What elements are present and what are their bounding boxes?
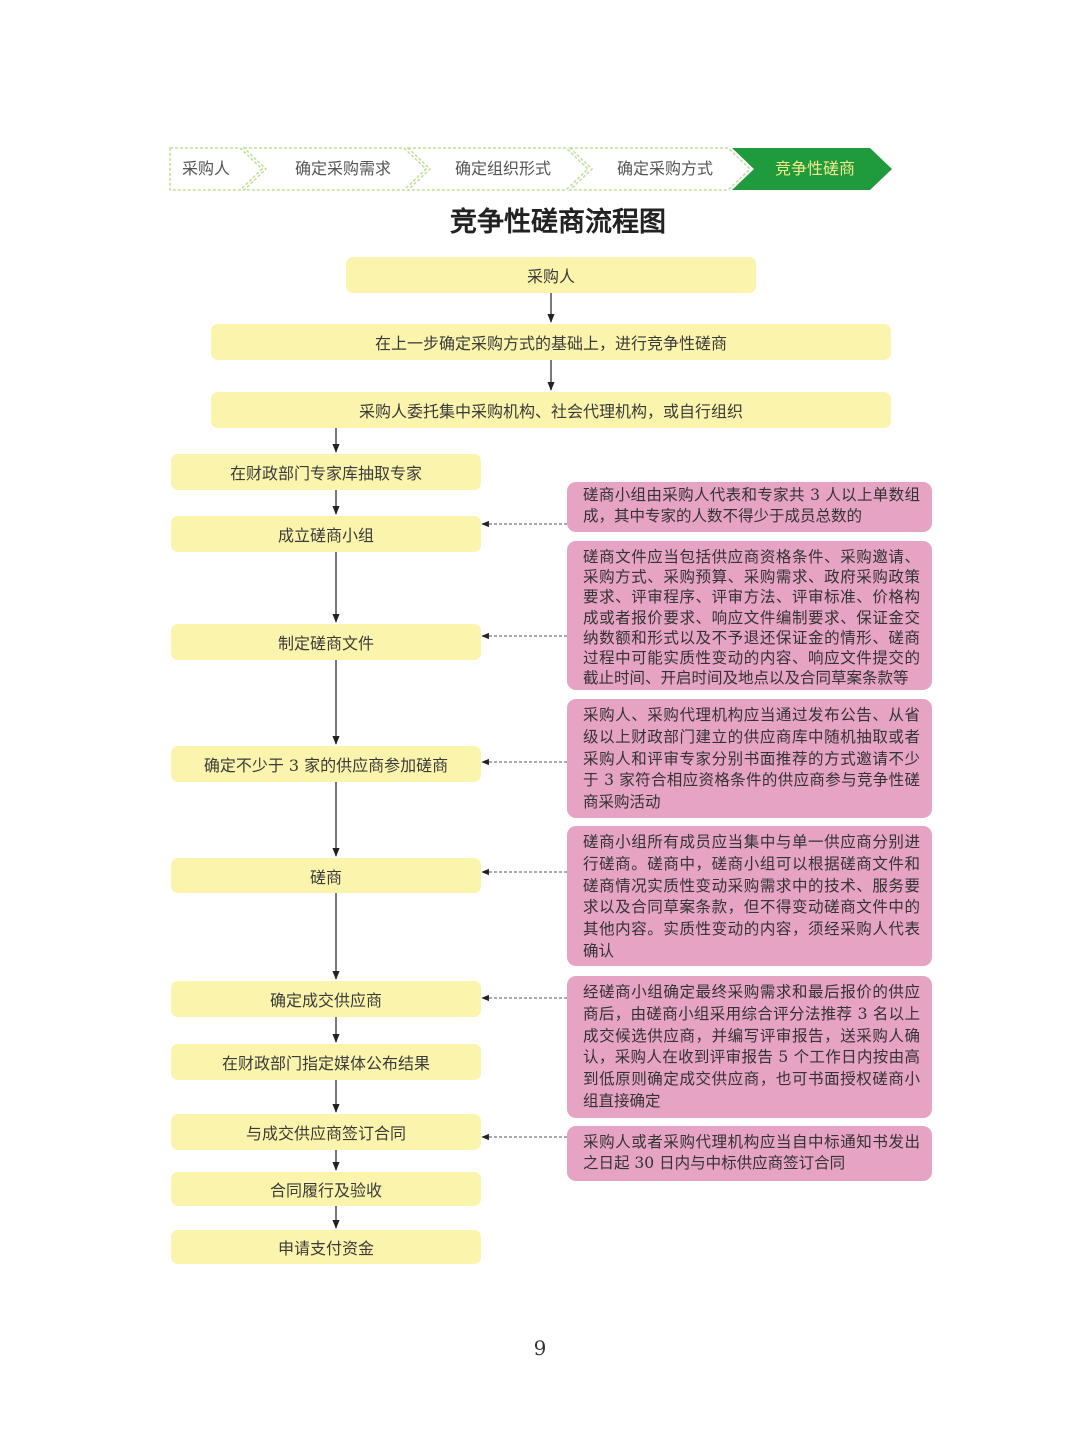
- step-extract-experts: 在财政部门专家库抽取专家: [171, 454, 481, 490]
- breadcrumb-step-4-shape: [568, 147, 752, 191]
- breadcrumb-step-1: 采购人: [181, 159, 230, 178]
- step-form-panel: 成立磋商小组: [171, 516, 481, 552]
- note-recommend-candidates: 经磋商小组确定最终采购需求和最后报价的供应商后，由磋商小组采用综合评分法推荐 3…: [567, 976, 932, 1118]
- breadcrumb-step-2-shape: [242, 147, 428, 191]
- step-sign-contract: 与成交供应商签订合同: [171, 1114, 481, 1150]
- breadcrumb-step-1-shape: [169, 147, 264, 191]
- note-consultation-process: 磋商小组所有成员应当集中与单一供应商分别进行磋商。磋商中，磋商小组可以根据磋商文…: [567, 826, 932, 966]
- step-consultation: 磋商: [171, 858, 481, 893]
- step-performance-acceptance: 合同履行及验收: [171, 1172, 481, 1206]
- page-number: 9: [533, 1336, 547, 1360]
- organize-box: 采购人委托集中采购机构、社会代理机构，或自行组织: [211, 392, 891, 428]
- step-select-suppliers: 确定不少于 3 家的供应商参加磋商: [171, 746, 481, 782]
- breadcrumb-step-3-shape: [406, 147, 590, 191]
- basis-box: 在上一步确定采购方式的基础上，进行竞争性磋商: [211, 324, 891, 360]
- step-apply-payment: 申请支付资金: [171, 1230, 481, 1264]
- purchaser-box: 采购人: [346, 257, 756, 293]
- step-publish-results: 在财政部门指定媒体公布结果: [171, 1044, 481, 1080]
- breadcrumb-step-4: 确定采购方式: [616, 159, 713, 178]
- page-title: 竞争性磋商流程图: [450, 207, 666, 238]
- note-supplier-invitation: 采购人、采购代理机构应当通过发布公告、从省级以上财政部门建立的供应商库中随机抽取…: [567, 699, 932, 818]
- breadcrumb-step-2: 确定采购需求: [294, 159, 391, 178]
- step-draft-documents: 制定磋商文件: [171, 624, 481, 660]
- breadcrumb-step-5: 竞争性磋商: [774, 159, 855, 178]
- note-contract-deadline: 采购人或者采购代理机构应当自中标通知书发出之日起 30 日内与中标供应商签订合同: [567, 1126, 932, 1181]
- note-panel-composition: 磋商小组由采购人代表和专家共 3 人以上单数组成，其中专家的人数不得少于成员总数…: [567, 482, 932, 532]
- process-breadcrumb: [169, 147, 892, 191]
- step-confirm-supplier: 确定成交供应商: [171, 981, 481, 1017]
- breadcrumb-step-3: 确定组织形式: [454, 159, 551, 178]
- note-document-content: 磋商文件应当包括供应商资格条件、采购邀请、采购方式、采购预算、采购需求、政府采购…: [567, 541, 932, 690]
- breadcrumb-step-5-shape: [732, 148, 892, 190]
